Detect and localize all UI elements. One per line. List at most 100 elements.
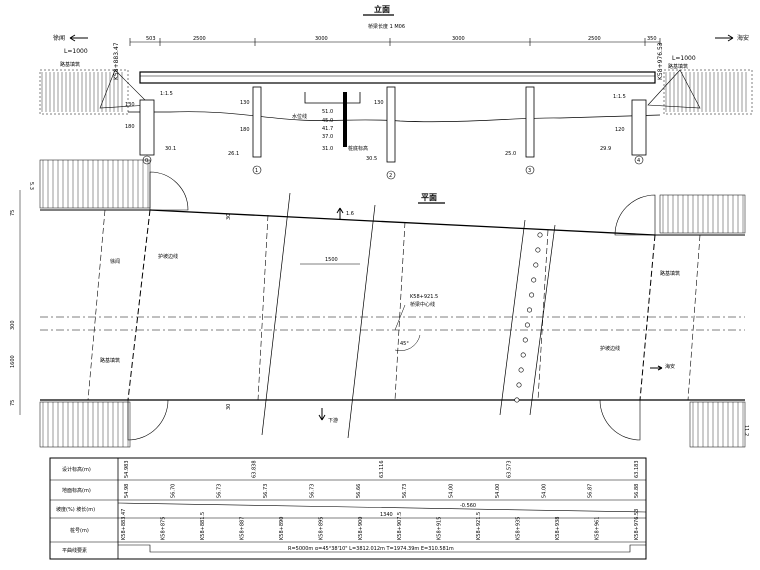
table-cell: K58+935 (516, 517, 522, 540)
row-label: 桩号(m) (70, 527, 89, 534)
bridge-deck (139, 71, 656, 84)
plan-left-label: 徐闻 (110, 258, 120, 265)
plan-dim: 75 (10, 400, 16, 406)
plan-dim: 30 (226, 404, 232, 410)
left-abutment-pile (139, 99, 155, 156)
table-cell: 54.00 (495, 484, 501, 498)
span-dim: 3000 (452, 36, 465, 42)
slope-right: 1:1.5 (613, 94, 626, 100)
plan-span-dim: 1500 (325, 257, 338, 263)
plan-mark-112: 11.2 (743, 425, 749, 436)
center-pile (343, 92, 347, 147)
table-cell: K58+915 (437, 517, 443, 540)
pier-label-2: 2 (386, 170, 396, 180)
dim-label: 130 (240, 100, 250, 106)
right-abutment-cone (647, 69, 701, 109)
span-dim: 503 (146, 36, 156, 42)
svg-text:3: 3 (528, 168, 531, 174)
plan-right-label: 海安 (665, 363, 675, 370)
water-note: 水位线 (292, 113, 307, 120)
left-station-label: K58+883.47 (113, 42, 120, 80)
slope-value: -0.560 (460, 503, 476, 509)
pipe-marker (529, 292, 535, 298)
bottom-elev: 25.0 (505, 151, 516, 157)
plan-left-mark: 护坡边线 (158, 253, 178, 260)
table-cell: 56.70 (170, 484, 176, 498)
row-label: 地面标高(m) (62, 487, 91, 494)
elevation-view: 立面 桥梁长度 1 M06 K58+883.47 K58+976.53 徐闻 海… (39, 4, 753, 180)
plan-right-arrow-icon (650, 365, 663, 371)
table-cell: 56.87 (588, 484, 594, 498)
plan-station-label: 桥梁中心线 (410, 301, 435, 308)
span-dim: 3000 (315, 36, 328, 42)
slope-left: 1:1.5 (160, 91, 173, 97)
elev-label: 37.0 (322, 134, 333, 140)
pier-label-1: 1 (252, 165, 262, 175)
table-cell: K58+875 (160, 517, 166, 540)
curve-elements: R=5000m α=45°38'10" L=3812.012m T=1974.3… (288, 546, 454, 552)
table-cell: 54.98 (124, 484, 130, 498)
svg-text:1: 1 (255, 168, 258, 174)
table-cell: 56.88 (634, 484, 640, 498)
table-cell: K58+890 (279, 517, 285, 540)
span-dim: 2500 (588, 36, 601, 42)
elevation-title: 立面 (374, 4, 390, 14)
right-length-label: L=1000 (672, 55, 696, 62)
plan-dim: 30 (226, 214, 232, 220)
table-cell: 54.00 (541, 484, 547, 498)
table-cell: K58+887 (239, 517, 245, 540)
table-cell: 56.66 (356, 484, 362, 498)
table-cell: 56.73 (217, 484, 223, 498)
table-cell: 56.73 (402, 484, 408, 498)
table-cell: K58+961 (595, 517, 601, 540)
bridge-note: 桥梁长度 1 M06 (368, 23, 405, 30)
bottom-elev: 30.1 (165, 146, 176, 152)
right-arrow-icon (715, 34, 734, 42)
left-fill-label: 路基填筑 (60, 61, 80, 68)
elev-label: 45.0 (322, 118, 333, 124)
skew-angle: 45° (400, 341, 409, 347)
bottom-elev: 26.1 (228, 151, 239, 157)
table-cell: K58+907.5 (397, 512, 403, 540)
pier-label-3: 3 (525, 165, 535, 175)
svg-text:2: 2 (389, 173, 392, 179)
left-abutment-cone (99, 69, 151, 109)
plan-hatching (39, 159, 746, 448)
cone-plan-br (599, 399, 641, 441)
left-direction-label: 徐闻 (53, 34, 65, 42)
span-dim: 350 (647, 36, 657, 42)
span-dimension-ticks (129, 38, 661, 46)
plan-view: 平面 1500 75 300 1600 75 (10, 159, 749, 448)
pipe-marker (524, 322, 530, 328)
flow-down-arrow-icon (318, 408, 326, 421)
pipe-marker (514, 397, 520, 403)
table-cell: 63.838 (252, 461, 258, 479)
right-abutment-pile (631, 99, 647, 156)
pile-bottom-label: 桩底标高 (348, 145, 368, 152)
river-banks (261, 192, 376, 439)
pipe-marker (531, 277, 537, 283)
plan-right-mark: 护坡边线 (600, 345, 620, 352)
pier-2 (386, 86, 396, 163)
pipe-marker (533, 262, 539, 268)
plan-dim: 300 (10, 320, 16, 330)
pipe-marker (526, 307, 532, 313)
table-cell: 56.73 (309, 484, 315, 498)
table-cell: K58+976.53 (634, 509, 640, 540)
plan-station: K58+921.5 (410, 294, 438, 300)
table-cell: 63.116 (379, 461, 385, 479)
table-cell: 63.183 (634, 461, 640, 479)
pipe-corridor (499, 219, 556, 416)
right-fill-label: 路基填筑 (668, 63, 688, 70)
pipe-marker (535, 247, 541, 253)
cone-plan-bl (127, 399, 169, 441)
left-length-label: L=1000 (64, 48, 88, 55)
dim-label: 130 (125, 102, 135, 108)
dim-label: 180 (125, 124, 135, 130)
row-label: 坡度(%) 坡长(m) (56, 506, 95, 513)
table-cell: K58+900 (358, 517, 364, 540)
pier-label-4: 4 (634, 155, 644, 165)
ground-hatching (41, 72, 747, 112)
